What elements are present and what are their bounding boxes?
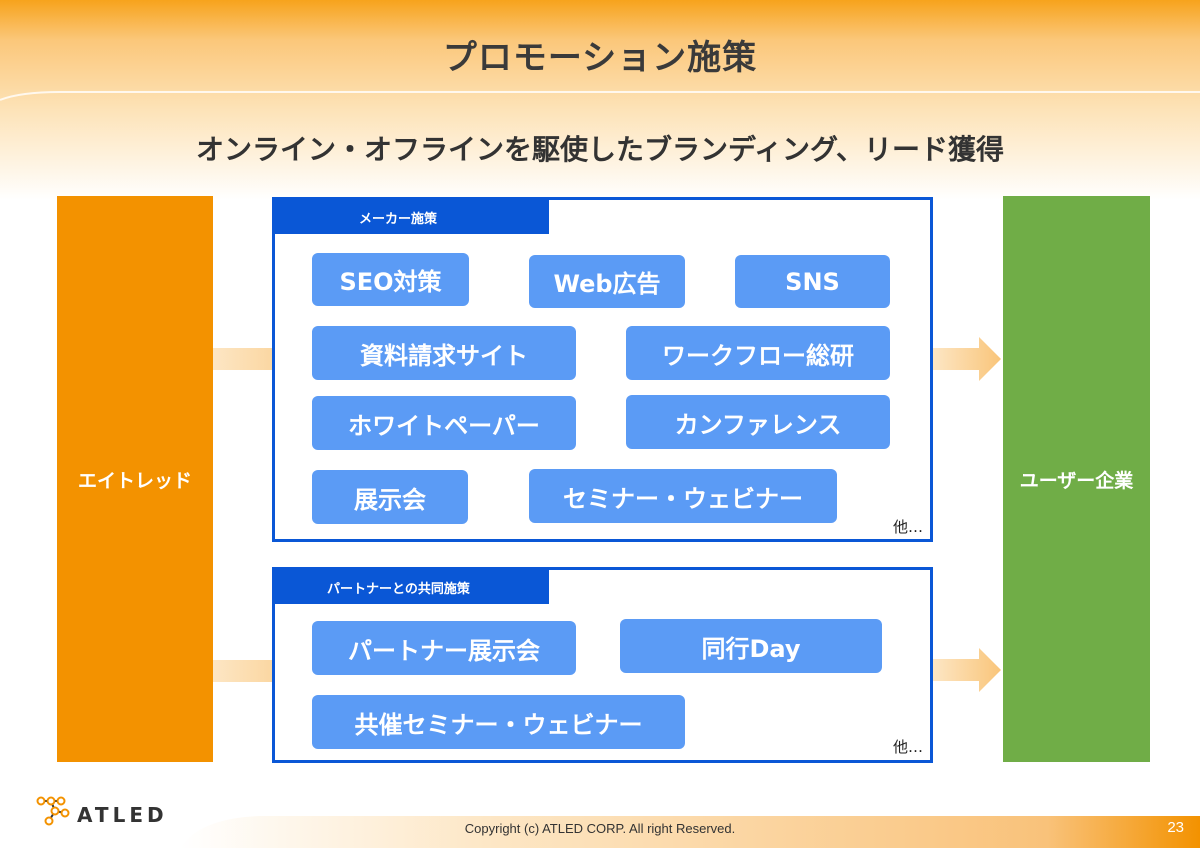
company-label: エイトレッド xyxy=(77,469,192,492)
company-column: エイトレッド xyxy=(57,196,213,762)
atled-logo-text: ATLED xyxy=(77,803,168,827)
pill-white-paper: ホワイトペーパー xyxy=(312,396,576,450)
page-title: プロモーション施策 xyxy=(442,38,758,78)
copyright-text: Copyright (c) ATLED CORP. All right Rese… xyxy=(464,821,736,836)
maker-measures-panel: メーカー施策 SEO対策 Web広告 SNS 資料請求サイト ワークフロー総研 … xyxy=(272,197,933,542)
page-number: 23 xyxy=(1167,819,1184,836)
partner-measures-panel: パートナーとの共同施策 パートナー展示会 同行Day 共催セミナー・ウェビナー … xyxy=(272,567,933,763)
pill-conference: カンファレンス xyxy=(626,395,890,449)
pill-co-hosted-seminar: 共催セミナー・ウェビナー xyxy=(312,695,685,749)
maker-panel-title: メーカー施策 xyxy=(275,200,549,234)
maker-panel-etc: 他… xyxy=(893,518,924,536)
arrow-partner-panel-to-users xyxy=(933,648,1001,692)
arrow-left-to-maker-panel xyxy=(213,348,273,370)
pill-seo: SEO対策 xyxy=(312,253,469,306)
footer-band xyxy=(180,816,1200,848)
partner-panel-title: パートナーとの共同施策 xyxy=(275,570,549,604)
slide-subtitle: オンライン・オフラインを駆使したブランディング、リード獲得 xyxy=(195,133,1005,166)
arrow-maker-panel-to-users xyxy=(933,337,1001,381)
pill-seminar-webinar: セミナー・ウェビナー xyxy=(529,469,837,523)
atled-logo: ATLED xyxy=(36,796,168,827)
header-band xyxy=(0,0,1200,200)
user-company-column: ユーザー企業 xyxy=(1003,196,1150,762)
pill-sns: SNS xyxy=(735,255,890,308)
pill-accompany-day: 同行Day xyxy=(620,619,882,673)
pill-partner-exhibition: パートナー展示会 xyxy=(312,621,576,675)
partner-panel-etc: 他… xyxy=(893,738,924,756)
header-curve-decoration xyxy=(0,91,1200,101)
arrow-left-to-partner-panel xyxy=(213,660,273,682)
pill-web-ads: Web広告 xyxy=(529,255,685,308)
user-company-label: ユーザー企業 xyxy=(1019,469,1134,492)
pill-document-request-sites: 資料請求サイト xyxy=(312,326,576,380)
pill-exhibition: 展示会 xyxy=(312,470,468,524)
pill-workflow-research: ワークフロー総研 xyxy=(626,326,890,380)
